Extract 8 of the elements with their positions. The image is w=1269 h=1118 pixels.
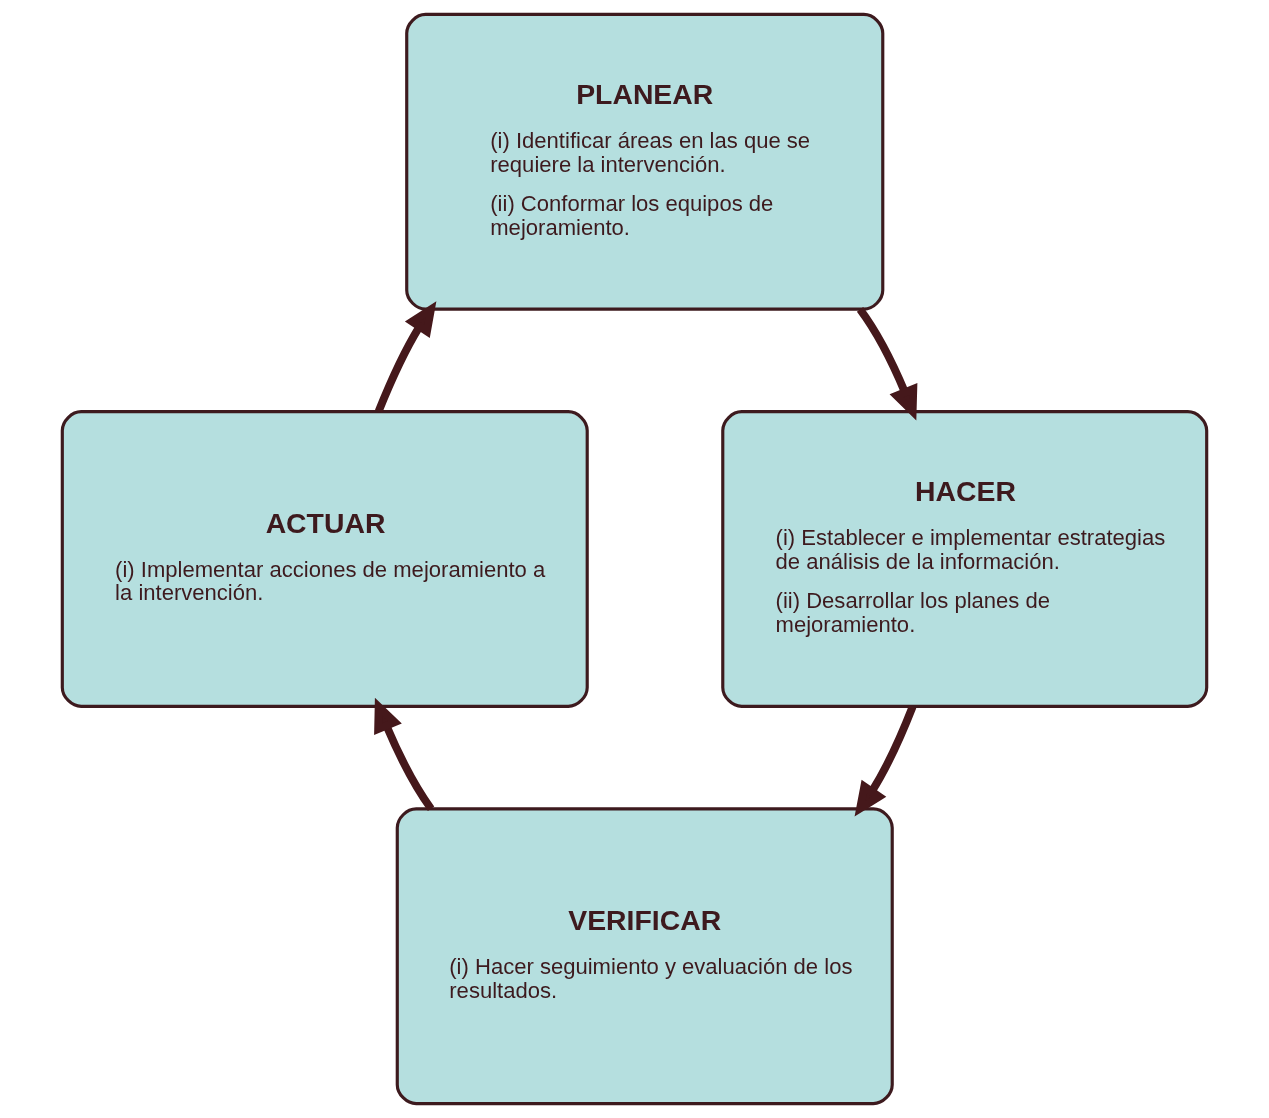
arrow — [374, 697, 435, 811]
node-box: VERIFICAR (i) Hacer seguimiento y evaluación de los resultados. — [395, 807, 894, 1106]
node-box: HACER (i) Establecer e implementar estrategias de análisis de la información. (ii) Desarrollar los planes de mejoramiento. — [721, 410, 1209, 708]
arrow — [856, 307, 918, 421]
node-box: ACTUAR (i) Implementar acciones de mejoramiento a la intervención. — [60, 410, 589, 708]
node-box: PLANEAR (i) Identificar áreas en las que se requiere la intervención. (ii) Conformar los equipos de mejoramiento. — [405, 12, 885, 311]
arrow — [375, 301, 437, 413]
arrow — [854, 705, 917, 817]
